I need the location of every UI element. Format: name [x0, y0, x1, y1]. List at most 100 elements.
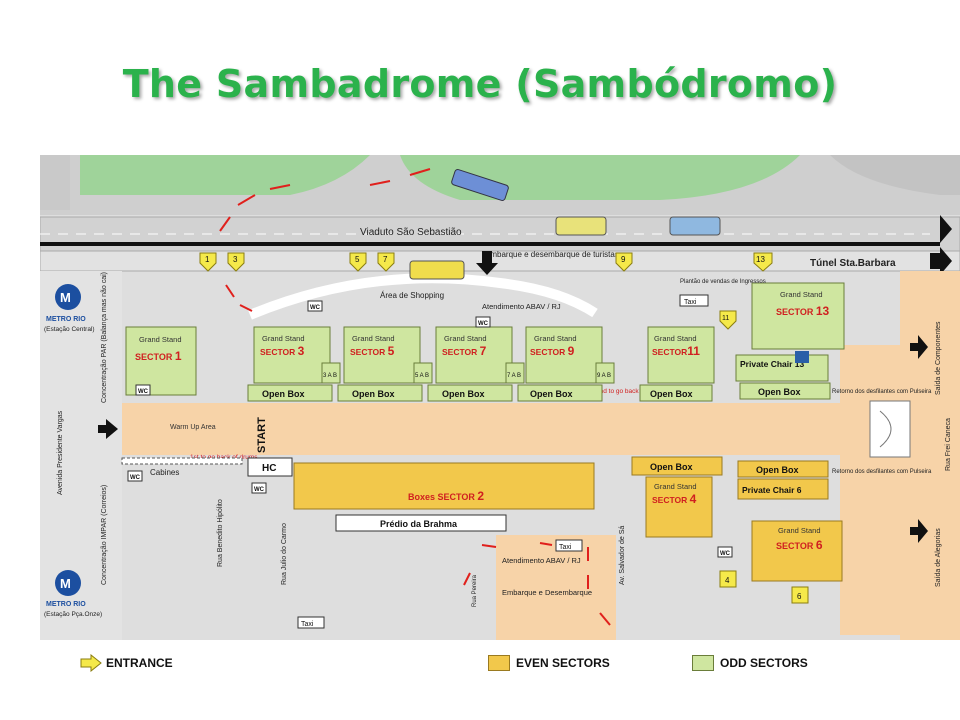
svg-text:Grand Stand: Grand Stand: [654, 482, 697, 491]
taxi-box-bottom: [555, 539, 583, 552]
sector-1: Grand Stand SECTOR 1: [125, 326, 197, 396]
svg-text:13: 13: [756, 255, 765, 264]
svg-text:METRO RIO: METRO RIO: [46, 316, 86, 323]
entrance-markers: 1 3 5 7 9 13 11 4 6: [199, 252, 809, 604]
retorno-label-top: Retorno dos desfilantes com Pulseira: [832, 389, 932, 395]
cabines-label: Cabines: [150, 468, 179, 477]
svg-text:WC: WC: [130, 475, 141, 481]
rua-julio-carmo-label: Rua Julio do Carmo: [281, 523, 288, 585]
svg-text:1: 1: [205, 255, 210, 264]
taxi-box-left: [297, 616, 325, 629]
svg-text:SECTOR11: SECTOR11: [652, 344, 700, 358]
tunnel-label: Túnel Sta.Barbara: [810, 258, 896, 269]
svg-text:Open Box: Open Box: [262, 389, 305, 399]
shopping-arc: [248, 273, 598, 320]
svg-text:Grand Stand: Grand Stand: [778, 526, 821, 535]
legend-odd-swatch: [692, 655, 714, 671]
sector-3: Grand Stand SECTOR 3: [253, 326, 331, 384]
concentracao-bottom-label: Concentração IMPAR (Correios): [101, 485, 108, 585]
svg-text:Open Box: Open Box: [650, 462, 693, 472]
svg-text:3: 3: [233, 255, 238, 264]
svg-text:9: 9: [621, 255, 626, 264]
svg-text:SECTOR 1: SECTOR 1: [135, 349, 182, 363]
apoteose-arch: [869, 400, 911, 458]
sambadrome-map: Viaduto São Sebastião Túnel Sta.Barbara …: [40, 155, 960, 640]
bus-icon: [451, 169, 721, 236]
page-title: The Sambadrome (Sambódromo): [122, 62, 838, 106]
svg-text:Grand Stand: Grand Stand: [780, 290, 823, 299]
saida-componentes-label: Saída de Componentes: [935, 321, 942, 395]
svg-text:Grand Stand: Grand Stand: [534, 334, 577, 343]
private-chair-6: Open Box Private Chair 6: [737, 460, 829, 500]
embarque-turistas-label: Embarque e desembarque de turistas: [485, 250, 619, 259]
entrance-legend-icon: [80, 654, 102, 672]
svg-text:SECTOR 3: SECTOR 3: [260, 344, 305, 358]
svg-text:Grand Stand: Grand Stand: [262, 334, 305, 343]
svg-text:WC: WC: [720, 551, 731, 557]
svg-text:WC: WC: [254, 487, 265, 493]
svg-text:(Estação Central): (Estação Central): [44, 326, 95, 333]
viaduct-label: Viaduto São Sebastião: [360, 227, 462, 238]
legend-even-swatch: [488, 655, 510, 671]
svg-text:Taxi: Taxi: [684, 299, 697, 306]
legend-odd: ODD SECTORS: [720, 656, 808, 670]
svg-text:Grand Stand: Grand Stand: [352, 334, 395, 343]
svg-text:Private Chair 6: Private Chair 6: [742, 485, 802, 495]
svg-text:9 A B: 9 A B: [597, 373, 611, 379]
svg-text:HC: HC: [262, 463, 276, 474]
svg-text:SECTOR 6: SECTOR 6: [776, 538, 823, 552]
svg-text:Open Box: Open Box: [352, 389, 395, 399]
retorno-label-bottom: Retorno dos desfilantes com Pulseira: [832, 469, 932, 475]
area-shopping-label: Área de Shopping: [380, 291, 444, 300]
svg-text:Open Box: Open Box: [442, 389, 485, 399]
sector-7: Grand Stand SECTOR 7: [435, 326, 513, 384]
svg-text:Grand Stand: Grand Stand: [444, 334, 487, 343]
svg-text:SECTOR 7: SECTOR 7: [442, 344, 487, 358]
legend-even: EVEN SECTORS: [516, 656, 610, 670]
svg-text:SECTOR 4: SECTOR 4: [652, 492, 697, 506]
svg-text:METRO RIO: METRO RIO: [46, 601, 86, 608]
small-stands: 3 A B 5 A B 7 A B 9 A B: [321, 362, 615, 384]
taxi-box-top: [679, 294, 709, 307]
svg-text:7: 7: [383, 255, 388, 264]
svg-text:6: 6: [797, 592, 802, 601]
private-chair-13: Private Chair 13: [735, 351, 829, 382]
svg-text:M: M: [60, 576, 71, 591]
svg-text:Grand Stand: Grand Stand: [654, 334, 697, 343]
concentracao-top-label: Concentração PAR (Balança mas não cai): [101, 272, 108, 403]
svg-text:SECTOR 13: SECTOR 13: [776, 304, 830, 318]
tunnel-road: [40, 250, 960, 272]
svg-text:Open Box: Open Box: [530, 389, 573, 399]
svg-text:Taxi: Taxi: [301, 621, 314, 628]
sector-13: Grand Stand SECTOR 13: [751, 282, 845, 350]
predio-brahma: [335, 514, 507, 532]
svg-text:11: 11: [722, 315, 729, 322]
parade-runway: [122, 403, 882, 455]
hc-box: [247, 457, 293, 477]
sector-4: Open Box Grand Stand SECTOR 4: [631, 456, 723, 538]
svg-text:Private Chair 13: Private Chair 13: [740, 359, 805, 369]
svg-text:Prédio da Brahma: Prédio da Brahma: [380, 519, 458, 529]
saida-alegorias-label: Saída de Alegorias: [935, 528, 942, 587]
warm-up-label: Warm Up Area: [170, 424, 216, 431]
svg-text:5 A B: 5 A B: [415, 373, 429, 379]
svg-text:WC: WC: [310, 305, 321, 311]
rua-frei-caneca-label: Rua Frei Caneca: [945, 418, 952, 471]
svg-text:M: M: [60, 290, 71, 305]
plantao-label: Plantão de vendas de Ingressos: [680, 279, 766, 285]
legend-entrance: ENTRANCE: [106, 656, 173, 670]
atendimento-bottom-label: Atendimento ABAV / RJ: [502, 556, 581, 565]
svg-text:3 A B: 3 A B: [323, 373, 337, 379]
sector-6: Grand Stand SECTOR 6: [751, 520, 843, 582]
embarque-bottom-label: Embarque e Desembarque: [502, 588, 592, 597]
svg-text:(Estação Pça.Onze): (Estação Pça.Onze): [44, 611, 102, 618]
rua-benedito-label: Rua Benedito Hipólito: [217, 499, 224, 567]
sector-9: Grand Stand SECTOR 9: [525, 326, 603, 384]
svg-text:Open Box: Open Box: [758, 387, 801, 397]
second-back-label: 2nd to go back of drums: [596, 388, 666, 395]
sector-2: Boxes SECTOR 2: [293, 462, 595, 510]
metro-icon: M METRO RIO (Estação Central) M METRO RI…: [44, 284, 102, 618]
svg-text:Open Box: Open Box: [650, 389, 693, 399]
truck-icon: [409, 260, 465, 280]
svg-text:Grand Stand: Grand Stand: [139, 335, 182, 344]
